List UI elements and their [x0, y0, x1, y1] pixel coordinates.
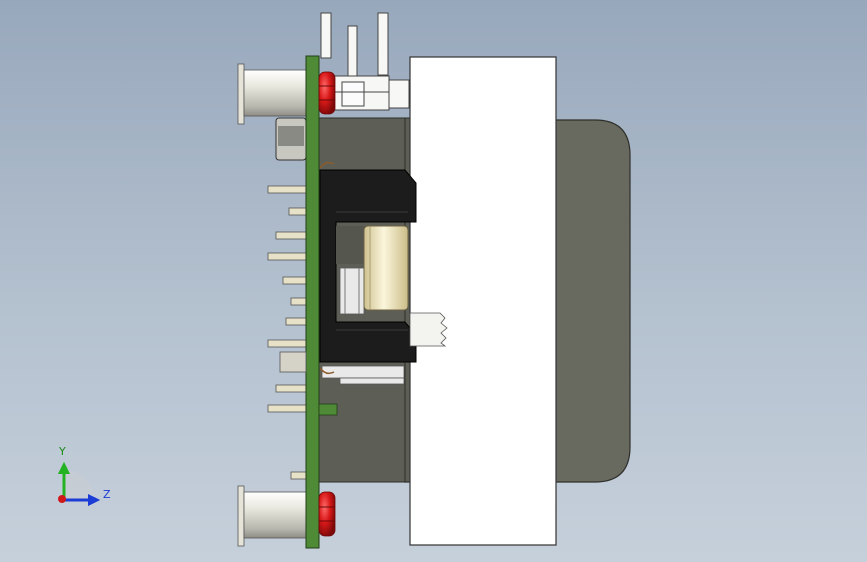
pcb-board [305, 55, 320, 549]
red-nut-bottom [318, 491, 336, 537]
core-bracket [319, 169, 417, 363]
standoff-top [237, 63, 307, 125]
z-axis-label: Z [103, 488, 111, 501]
axis-triad: Y Z [58, 445, 111, 506]
inductor-cylinder [363, 225, 409, 311]
lower-parts [279, 351, 405, 385]
y-axis-label: Y [58, 445, 66, 458]
white-block [409, 56, 557, 546]
header-connector [320, 12, 410, 111]
pcb-pins [267, 185, 307, 480]
red-nut-top [318, 71, 336, 115]
standoff-bottom [237, 485, 307, 547]
origin-dot [58, 495, 66, 503]
wire-lead [409, 312, 448, 347]
inner-parts [336, 226, 366, 315]
pcb-tab [318, 403, 338, 416]
small-component [275, 117, 307, 161]
